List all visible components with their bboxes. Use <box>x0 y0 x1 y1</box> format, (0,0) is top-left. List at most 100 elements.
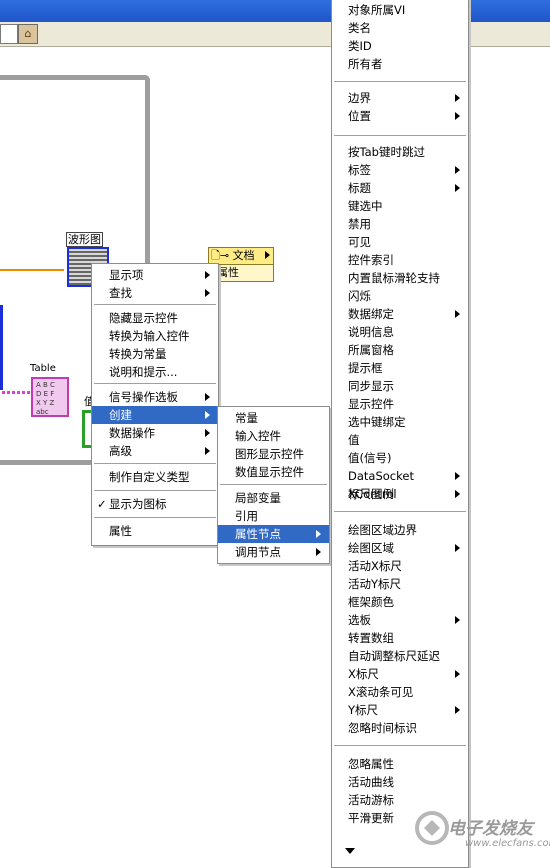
chevron-right-icon <box>205 271 210 279</box>
property-item-39[interactable]: 忽略属性 <box>332 755 468 773</box>
context-menu-item-8[interactable]: 数据操作 <box>92 424 218 442</box>
toolbar-button[interactable] <box>0 24 18 44</box>
table-terminal[interactable]: A B C D E F X Y Z abc <box>31 377 69 417</box>
property-item-11[interactable]: 可见 <box>332 233 468 251</box>
property-item-30[interactable]: 活动Y标尺 <box>332 575 468 593</box>
context-menu-item-3[interactable]: 转换为输入控件 <box>92 327 218 345</box>
create-submenu-item-2[interactable]: 图形显示控件 <box>218 445 329 463</box>
property-item-37[interactable]: Y标尺 <box>332 701 468 719</box>
context-menu: 显示项查找隐藏显示控件转换为输入控件转换为常量说明和提示... 信号操作选板创建数… <box>91 263 219 546</box>
create-submenu-item-6[interactable]: 属性节点 <box>218 525 329 543</box>
menu-separator <box>94 490 216 491</box>
context-menu-item-0[interactable]: 显示项 <box>92 266 218 284</box>
chevron-right-icon <box>455 490 460 498</box>
menu-item-label: 对象所属VI <box>348 3 406 17</box>
property-item-13[interactable]: 内置鼠标滑轮支持 <box>332 269 468 287</box>
context-menu-item-10[interactable]: 制作自定义类型 <box>92 468 218 486</box>
menu-item-label: 标签 <box>348 163 371 177</box>
property-item-18[interactable]: 提示框 <box>332 359 468 377</box>
create-submenu-item-4[interactable]: 局部变量 <box>218 489 329 507</box>
watermark-text: 电子发烧友 <box>448 819 533 839</box>
property-item-10[interactable]: 禁用 <box>332 215 468 233</box>
property-item-15[interactable]: 数据绑定 <box>332 305 468 323</box>
chevron-right-icon <box>205 411 210 419</box>
numeric-wire <box>0 305 3 390</box>
property-item-14[interactable]: 闪烁 <box>332 287 468 305</box>
property-item-32[interactable]: 选板 <box>332 611 468 629</box>
property-item-41[interactable]: 活动游标 <box>332 791 468 809</box>
menu-separator <box>94 304 216 305</box>
context-menu-item-9[interactable]: 高级 <box>92 442 218 460</box>
menu-item-label: 禁用 <box>348 217 371 231</box>
property-item-9[interactable]: 键选中 <box>332 197 468 215</box>
create-submenu-item-7[interactable]: 调用节点 <box>218 543 329 561</box>
menu-item-label: 制作自定义类型 <box>109 470 190 484</box>
property-item-4[interactable]: 边界 <box>332 89 468 107</box>
menu-item-label: 属性 <box>109 524 132 538</box>
property-item-8[interactable]: 标题 <box>332 179 468 197</box>
create-submenu-item-5[interactable]: 引用 <box>218 507 329 525</box>
property-item-22[interactable]: 值 <box>332 431 468 449</box>
property-item-3[interactable]: 所有者 <box>332 55 468 73</box>
property-item-0[interactable]: 对象所属VI <box>332 1 468 19</box>
menu-item-label: 说明信息 <box>348 325 394 339</box>
chevron-right-icon <box>205 429 210 437</box>
menu-item-label: 绘图区域边界 <box>348 523 417 537</box>
context-menu-item-5[interactable]: 说明和提示... <box>92 363 218 381</box>
property-item-40[interactable]: 活动曲线 <box>332 773 468 791</box>
chevron-right-icon <box>455 616 460 624</box>
chevron-right-icon <box>316 530 321 538</box>
menu-item-label: 显示为图标 <box>109 497 167 511</box>
menu-item-label: 标题 <box>348 181 371 195</box>
menu-item-label: 选板 <box>348 613 371 627</box>
property-item-33[interactable]: 转置数组 <box>332 629 468 647</box>
property-item-31[interactable]: 框架颜色 <box>332 593 468 611</box>
property-item-7[interactable]: 标签 <box>332 161 468 179</box>
property-item-1[interactable]: 类名 <box>332 19 468 37</box>
create-submenu-item-3[interactable]: 数值显示控件 <box>218 463 329 481</box>
menu-item-label: 键选中 <box>348 199 383 213</box>
menu-item-label: X标尺 <box>348 667 379 681</box>
property-node-doc[interactable]: 🗋⊸ 文档 属性 <box>208 247 274 282</box>
property-item-21[interactable]: 选中键绑定 <box>332 413 468 431</box>
menu-item-label: Y标尺 <box>348 703 379 717</box>
property-item-2[interactable]: 类ID <box>332 37 468 55</box>
context-menu-item-2[interactable]: 隐藏显示控件 <box>92 309 218 327</box>
property-item-5[interactable]: 位置 <box>332 107 468 125</box>
property-item-24[interactable]: DataSocket <box>332 467 468 485</box>
property-item-28[interactable]: 绘图区域 <box>332 539 468 557</box>
property-item-38[interactable]: 忽略时间标识 <box>332 719 468 737</box>
context-menu-item-12[interactable]: 属性 <box>92 522 218 540</box>
property-item-27[interactable]: 绘图区域边界 <box>332 521 468 539</box>
menu-separator <box>94 517 216 518</box>
context-menu-item-6[interactable]: 信号操作选板 <box>92 388 218 406</box>
create-submenu-item-1[interactable]: 输入控件 <box>218 427 329 445</box>
context-menu-item-11[interactable]: 显示为图标✓ <box>92 495 218 513</box>
menu-scroll-down[interactable] <box>332 845 468 863</box>
property-item-16[interactable]: 说明信息 <box>332 323 468 341</box>
menu-item-label: 活动Y标尺 <box>348 577 402 591</box>
property-item-20[interactable]: 显示控件 <box>332 395 468 413</box>
property-item-6[interactable]: 按Tab键时跳过 <box>332 143 468 161</box>
property-item-29[interactable]: 活动X标尺 <box>332 557 468 575</box>
property-item-42[interactable]: 平滑更新 <box>332 809 468 827</box>
chevron-down-icon <box>345 848 355 854</box>
property-item-34[interactable]: 自动调整标尺延迟 <box>332 647 468 665</box>
menu-item-label: 控件索引 <box>348 253 394 267</box>
menu-item-label: 平滑更新 <box>348 811 394 825</box>
chevron-right-icon <box>455 706 460 714</box>
property-item-19[interactable]: 同步显示 <box>332 377 468 395</box>
context-menu-item-1[interactable]: 查找 <box>92 284 218 302</box>
menu-item-label: 位置 <box>348 109 371 123</box>
property-item-26[interactable]: 标尺图例 <box>332 485 468 503</box>
property-item-12[interactable]: 控件索引 <box>332 251 468 269</box>
menu-item-label: 值 <box>348 433 360 447</box>
property-item-23[interactable]: 值(信号) <box>332 449 468 467</box>
property-item-17[interactable]: 所属窗格 <box>332 341 468 359</box>
context-help-icon[interactable]: ⌂ <box>18 24 38 44</box>
create-submenu-item-0[interactable]: 常量 <box>218 409 329 427</box>
property-item-35[interactable]: X标尺 <box>332 665 468 683</box>
context-menu-item-4[interactable]: 转换为常量 <box>92 345 218 363</box>
context-menu-item-7[interactable]: 创建 <box>92 406 218 424</box>
property-item-36[interactable]: X滚动条可见 <box>332 683 468 701</box>
